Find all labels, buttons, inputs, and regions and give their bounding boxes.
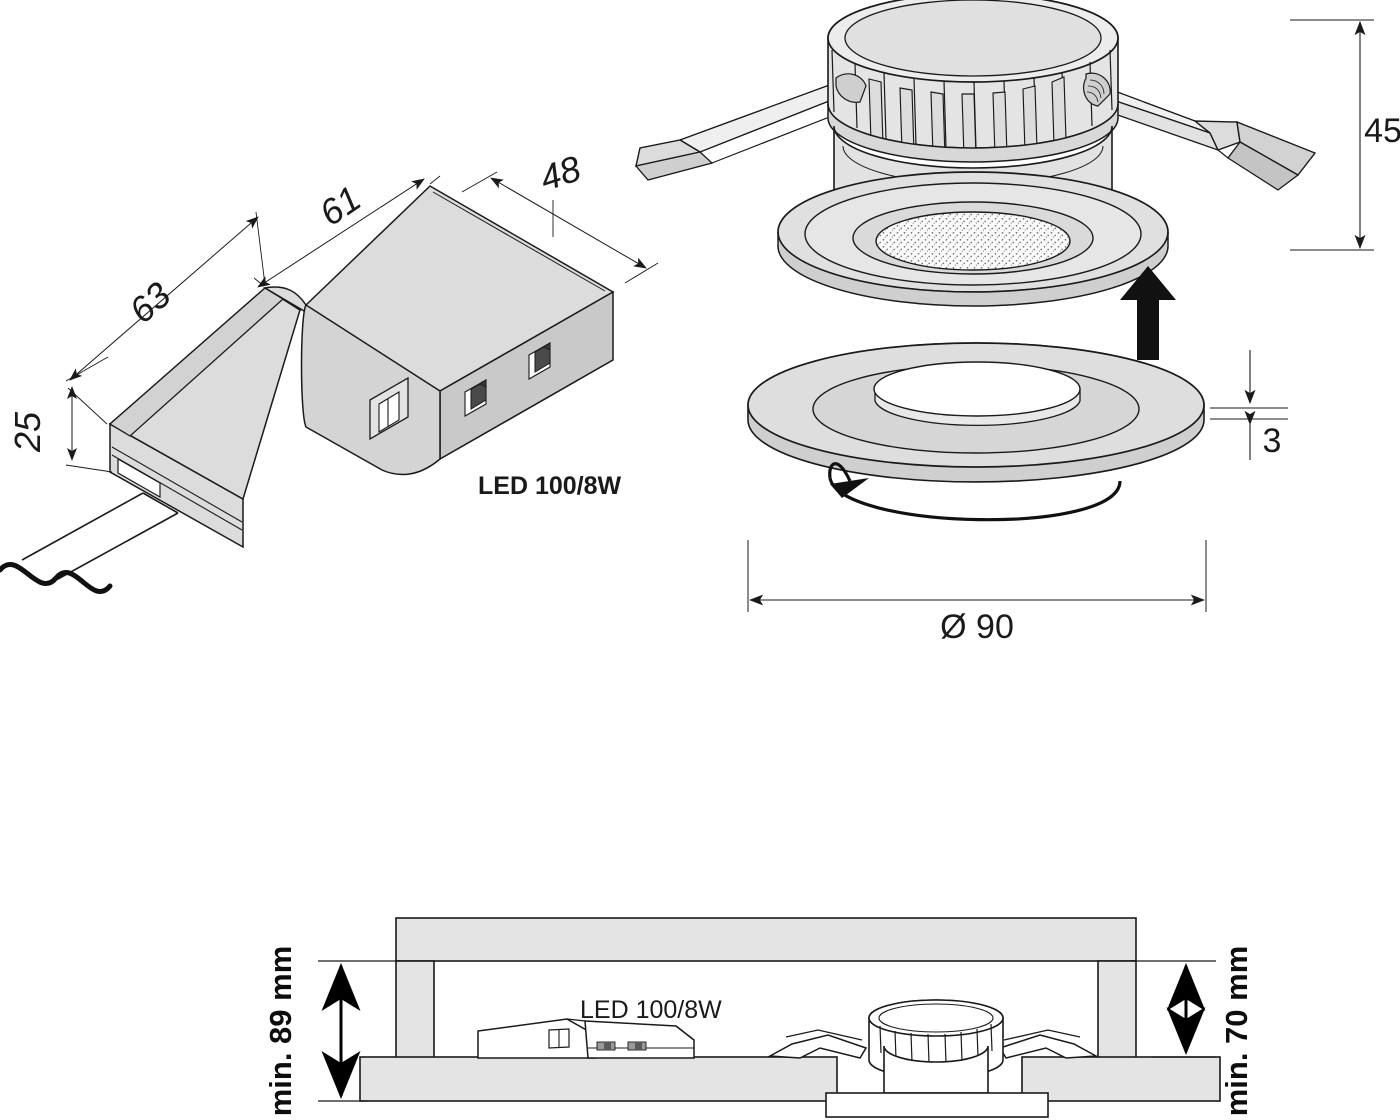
assembly-arrow-up [1120, 266, 1176, 360]
downlight-flange [777, 171, 1169, 307]
bezel-aperture [873, 361, 1081, 417]
downlight-isometric-view: 45 [634, 0, 1400, 360]
bezel-ring-view: 3 Ø 90 [747, 342, 1288, 646]
rotation-arrow [828, 462, 1122, 522]
section-driver-label: LED 100/8W [580, 996, 722, 1024]
spring-clip-right [1094, 82, 1317, 191]
heatsink [827, 0, 1119, 163]
dimension-25-text: 25 [7, 411, 48, 453]
driver-terminal-2 [528, 342, 551, 380]
dimension-diameter-90: Ø 90 [747, 540, 1207, 646]
ceiling-section-view: LED 100/8W [263, 917, 1254, 1118]
driver-terminal-1 [464, 379, 487, 417]
dimension-3-text: 3 [1263, 422, 1282, 460]
dimension-min70: min. 70 mm [1132, 946, 1254, 1117]
dimension-45-text: 45 [1364, 112, 1400, 150]
lens-diffuser [875, 211, 1071, 271]
section-driver: LED 100/8W [477, 996, 722, 1059]
lower-board-right [1021, 1056, 1221, 1102]
section-downlight [767, 999, 1099, 1118]
dimension-min89-text: min. 89 mm [263, 946, 298, 1117]
dimension-diameter-90-text: Ø 90 [940, 608, 1014, 646]
driver-window [369, 376, 409, 441]
dimension-min70-text: min. 70 mm [1219, 946, 1254, 1117]
upper-slab [395, 917, 1137, 962]
dimension-45: 45 [1290, 19, 1400, 251]
driver-isometric-view: LED 100/8W 63 61 48 25 [0, 147, 659, 594]
driver-label: LED 100/8W [478, 472, 622, 500]
dimension-min89: min. 89 mm [263, 946, 400, 1117]
dimension-25: 25 [7, 356, 113, 473]
dimension-3: 3 [1210, 350, 1288, 460]
section-bezel [825, 1092, 1049, 1118]
lower-board-left [359, 1056, 838, 1102]
driver-cable [0, 492, 179, 594]
